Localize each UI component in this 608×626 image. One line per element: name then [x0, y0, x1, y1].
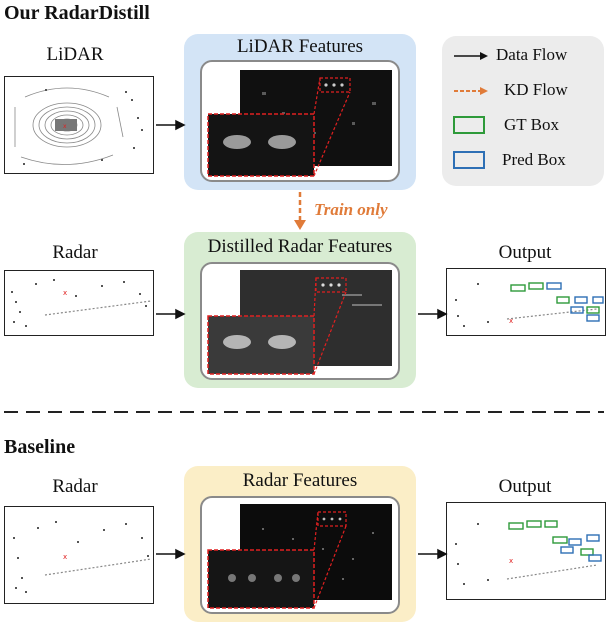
distilled-features-title: Distilled Radar Features [207, 236, 393, 257]
radar-features-panel: Radar Features [184, 466, 416, 622]
lidar-scan-graphic: x [14, 87, 143, 165]
legend-gt-box: GT Box [504, 115, 559, 134]
output-label-bottom: Output [498, 476, 552, 497]
radar-features-title: Radar Features [242, 470, 358, 491]
bottom-heading: Baseline [4, 436, 76, 458]
arrow-distilled-to-output [437, 308, 448, 320]
radar-scan-graphic-top: x [11, 279, 152, 327]
legend-panel: Data Flow KD Flow GT Box Pred Box [442, 36, 604, 186]
lidar-label: LiDAR [46, 44, 104, 65]
arrow-lidar-to-features [175, 119, 186, 131]
radar-features-frame [200, 496, 400, 614]
distilled-features-frame [200, 262, 400, 380]
svg-text:x: x [63, 289, 67, 297]
radar-point-cloud-bottom: x [4, 506, 154, 604]
output-graphic-top: x [455, 282, 604, 327]
distilled-feature-map [207, 270, 392, 375]
lidar-feature-map [207, 70, 392, 177]
radar-label-top: Radar [52, 242, 98, 263]
radar-point-cloud-top: x [4, 270, 154, 336]
arrow-features-to-output-bottom [437, 548, 448, 560]
arrow-radar-to-distilled [175, 308, 186, 320]
lidar-point-cloud: x [4, 76, 154, 174]
radar-label-bottom: Radar [52, 476, 98, 497]
train-only-label: Train only [314, 200, 388, 219]
svg-text:x: x [509, 557, 513, 565]
svg-text:x: x [509, 317, 513, 325]
kd-flow-arrow [294, 192, 306, 230]
output-graphic-bottom: x [455, 520, 602, 585]
distilled-features-panel: Distilled Radar Features [184, 232, 416, 388]
top-heading: Our RadarDistill [4, 2, 150, 24]
arrow-radar-to-features-bottom [175, 548, 186, 560]
legend-data-flow: Data Flow [496, 45, 568, 64]
legend-pred-box: Pred Box [502, 150, 566, 169]
lidar-features-panel: LiDAR Features [184, 34, 416, 190]
legend-kd-flow: KD Flow [504, 80, 568, 99]
svg-text:x: x [63, 553, 67, 561]
output-detections-top: x [446, 268, 606, 336]
svg-text:x: x [63, 123, 67, 130]
radar-feature-map [207, 504, 392, 609]
lidar-features-frame [200, 60, 400, 182]
output-detections-bottom: x [446, 502, 606, 600]
output-label-top: Output [498, 242, 552, 263]
legend-symbols [453, 52, 488, 169]
lidar-features-title: LiDAR Features [236, 36, 364, 57]
radar-scan-graphic-bottom: x [13, 521, 152, 593]
